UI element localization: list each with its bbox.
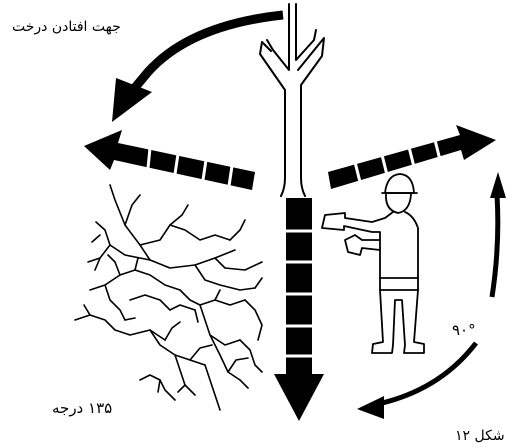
figure-caption: شکل ۱۲ — [455, 429, 505, 443]
angle-135-label: ۱۳۵ درجه — [52, 401, 112, 416]
tree-trunk-icon — [260, 4, 324, 196]
brush-pile-icon — [75, 185, 262, 410]
curved-arrow-bottom-icon — [357, 343, 476, 419]
segmented-arrow-left-icon — [84, 130, 255, 190]
segmented-arrow-down-icon — [274, 198, 324, 421]
curved-arrow-top-icon — [112, 15, 283, 122]
worker-figure-icon — [322, 174, 424, 353]
curved-arrow-right-icon — [490, 172, 506, 297]
fall-direction-label: جهت افتادن درخت — [12, 20, 121, 34]
segmented-arrow-right-icon — [328, 125, 496, 189]
angle-90-label: ۹۰° — [452, 323, 476, 338]
